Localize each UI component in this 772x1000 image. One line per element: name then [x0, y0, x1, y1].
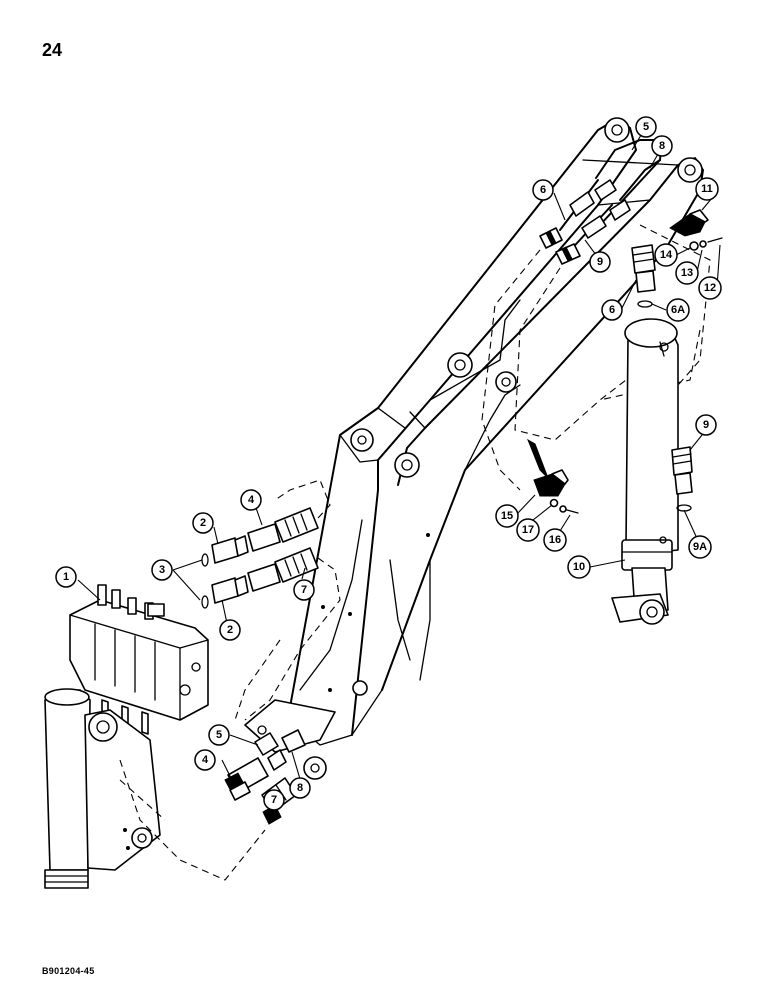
callout-10: 10	[567, 555, 591, 579]
svg-text:2: 2	[227, 624, 233, 636]
svg-text:3: 3	[159, 564, 165, 576]
svg-text:7: 7	[271, 794, 277, 806]
svg-text:17: 17	[522, 524, 534, 536]
callout-labels: 1 2 2 3 4 4 5 5 6 6 6A 7 7 8 8 9 9 9A 10…	[55, 116, 722, 811]
callout-17: 17	[516, 518, 540, 542]
callout-15: 15	[495, 504, 519, 528]
svg-text:6: 6	[540, 184, 546, 196]
svg-text:13: 13	[681, 267, 693, 279]
svg-text:9A: 9A	[693, 541, 707, 553]
valve-fittings-and-hoses	[201, 479, 341, 721]
callout-8a: 8	[651, 135, 673, 157]
callout-7a: 7	[293, 579, 315, 601]
callout-1: 1	[55, 566, 77, 588]
svg-text:7: 7	[301, 584, 307, 596]
callout-2a: 2	[192, 512, 214, 534]
svg-text:8: 8	[659, 140, 665, 152]
callout-11: 11	[695, 177, 719, 201]
callout-5a: 5	[635, 116, 657, 138]
clamp-lower	[527, 438, 579, 514]
svg-text:1: 1	[63, 571, 69, 583]
svg-text:8: 8	[297, 782, 303, 794]
callout-16: 16	[543, 528, 567, 552]
svg-text:4: 4	[202, 754, 209, 766]
page-number: 24	[42, 40, 63, 60]
callout-4b: 4	[194, 749, 216, 771]
svg-text:6: 6	[609, 304, 615, 316]
callout-14: 14	[654, 243, 678, 267]
svg-text:14: 14	[660, 249, 673, 261]
boom-hydraulic-tubes	[481, 139, 711, 491]
callout-3: 3	[151, 559, 173, 581]
svg-text:15: 15	[501, 510, 513, 522]
svg-text:6A: 6A	[671, 304, 685, 316]
svg-text:4: 4	[248, 494, 255, 506]
callout-7b: 7	[263, 789, 285, 811]
callout-6b: 6	[601, 299, 623, 321]
svg-text:16: 16	[549, 534, 561, 546]
callout-5b: 5	[208, 724, 230, 746]
svg-text:5: 5	[643, 121, 649, 133]
svg-text:11: 11	[701, 183, 713, 195]
svg-text:9: 9	[703, 419, 709, 431]
clamp-upper	[669, 209, 723, 251]
lower-boom-fittings	[224, 729, 306, 825]
callout-4a: 4	[240, 489, 262, 511]
svg-text:2: 2	[200, 517, 206, 529]
callout-12: 12	[698, 276, 722, 300]
callout-2b: 2	[219, 619, 241, 641]
control-valve	[69, 584, 209, 735]
figure-code: B901204-45	[42, 966, 95, 976]
callout-9a: 9	[589, 251, 611, 273]
callout-13: 13	[675, 261, 699, 285]
swing-tower	[44, 688, 266, 889]
boom-cylinder	[611, 318, 679, 625]
svg-text:10: 10	[573, 561, 585, 573]
callout-6A: 6A	[666, 298, 690, 322]
callout-9A: 9A	[688, 535, 712, 559]
svg-text:5: 5	[216, 729, 222, 741]
callout-9b: 9	[695, 414, 717, 436]
boom-arm	[244, 117, 704, 780]
callout-8b: 8	[289, 777, 311, 799]
svg-text:12: 12	[704, 282, 716, 294]
callout-6a: 6	[532, 179, 554, 201]
svg-text:9: 9	[597, 256, 603, 268]
